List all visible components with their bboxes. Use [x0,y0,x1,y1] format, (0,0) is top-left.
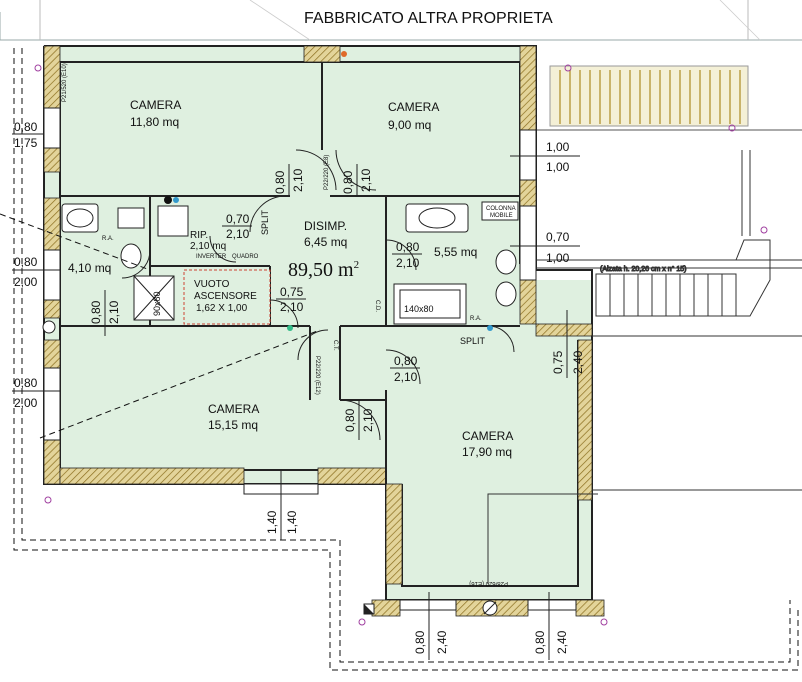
misc-labels: SPLIT SPLIT COLONNA MOBILE 90x80 140x80 … [62,63,516,586]
dim-text: 0,80 [14,120,38,134]
stairs-note: (Alzata h. 20,26 cm x n° 15) [600,265,686,273]
dim-text: 2,10 [361,408,375,432]
cd-1-label: C.D. [374,300,380,312]
total-area: 89,50 m2 [288,259,359,281]
dim-text: 0,70 [546,230,570,244]
window-code-e16: P28/620 (E16) [469,580,508,586]
dim-text: 0,80 [394,354,418,368]
room-area-rip: 2,10 mq [190,241,226,252]
perimeter-dashed [13,48,799,671]
dim-text: 0,80 [396,240,420,254]
toilet-left-tank [117,207,145,229]
room-area-disimp: 6,45 mq [304,235,347,249]
dim-text: 0,80 [341,170,355,194]
dim-text: 1,75 [14,136,38,150]
dim-text: 2,10 [226,227,250,241]
dim-text: 0,80 [14,255,38,269]
dim-text: 1,00 [546,251,570,265]
dim-text: 2,10 [394,370,418,384]
room-area-camera-2: 9,00 mq [388,118,431,132]
dim-text: 1,40 [285,510,299,534]
room-name-camera-4: CAMERA [462,429,513,443]
dim-text: 2,00 [14,396,38,410]
room-name-camera-2: CAMERA [388,100,439,114]
mobile-label: MOBILE [490,213,513,219]
dim-text: 2,10 [396,256,420,270]
wall-hatches [43,45,605,617]
bath-fixtures [61,201,519,325]
dim-text: 2,40 [555,630,569,654]
elevator-line2: ASCENSORE [194,291,257,302]
elevator-line1: VUOTO [194,279,230,290]
shower-right-label: 140x80 [404,304,434,314]
dim-text: 0,80 [343,408,357,432]
window-code-e12: P22/220 (E12) [314,356,320,395]
dim-text: 0,70 [226,212,250,226]
room-area-bath-left: 4,10 mq [68,261,111,275]
room-name-rip: RIP. [190,230,208,241]
dim-text: 0,80 [273,170,287,194]
dimension-labels: 0,80 1,75 1,00 1,00 0,70 1,00 0,80 2,00 … [12,120,585,660]
column-mobile [481,201,519,221]
window-code-e8: P22/220 (E8) [324,155,330,190]
elevator-line3: 1,62 X 1,00 [196,303,248,314]
window-code-e10: P21/520 (E10) [62,63,68,102]
quadro-label: QUADRO [232,254,259,260]
balcony-top-right [536,65,802,131]
cabinet-rip [157,205,189,237]
split-label: SPLIT [260,209,270,235]
dim-text: 0,80 [89,300,103,324]
room-name-disimp: DISIMP. [304,219,347,233]
ra-left-label: R.A. [102,236,114,242]
room-name-camera-1: CAMERA [130,98,181,112]
room-name-camera-3: CAMERA [208,402,259,416]
dim-text: 1,00 [546,160,570,174]
shower-left-label: 90x80 [152,291,162,316]
dim-text: 2,40 [571,350,585,374]
room-labels: CAMERA 11,80 mq CAMERA 9,00 mq DISIMP. 6… [68,98,513,459]
inverter-label: INVERTER [196,254,227,260]
dim-text: 2,10 [280,300,304,314]
floor-fill [44,46,592,600]
neighbor-building: FABBRICATO ALTRA PROPRIETA [0,0,802,41]
bidet-right [495,249,517,275]
dim-text: 1,00 [546,140,570,154]
neighbor-title: FABBRICATO ALTRA PROPRIETA [304,10,553,27]
dim-text: 2,00 [14,275,38,289]
toilet-left [120,243,142,269]
dim-text: 2,10 [291,168,305,192]
dim-text: 2,10 [107,300,121,324]
total-area-exp: 2 [354,259,360,271]
ra-right-label: R.A. [470,316,482,322]
total-area-value: 89,50 m [288,259,354,281]
dim-text: 2,10 [359,168,373,192]
dim-text: 0,80 [413,630,427,654]
shower-right [393,283,467,325]
dim-text: 0,75 [280,285,304,299]
cd-2-label: C.T. [332,340,338,351]
stairs: (Alzata h. 20,26 cm x n° 15) [536,150,802,317]
slope-lines [0,213,321,439]
dim-text: 1,40 [265,510,279,534]
colonna-label: COLONNA [486,206,516,212]
elevator-void: VUOTO ASCENSORE 1,62 X 1,00 [183,269,271,325]
dim-text: 0,75 [551,350,565,374]
split-bottom-label: SPLIT [460,336,486,346]
terrace-lines [487,335,802,584]
room-area-bath-right: 5,55 mq [434,245,477,259]
toilet-right [495,281,517,307]
dim-text: 2,40 [435,630,449,654]
markers [34,51,768,626]
dim-text: 0,80 [533,630,547,654]
room-area-camera-3: 15,15 mq [208,418,258,432]
dim-text: 0,80 [14,376,38,390]
room-area-camera-4: 17,90 mq [462,445,512,459]
room-area-camera-1: 11,80 mq [130,115,179,129]
